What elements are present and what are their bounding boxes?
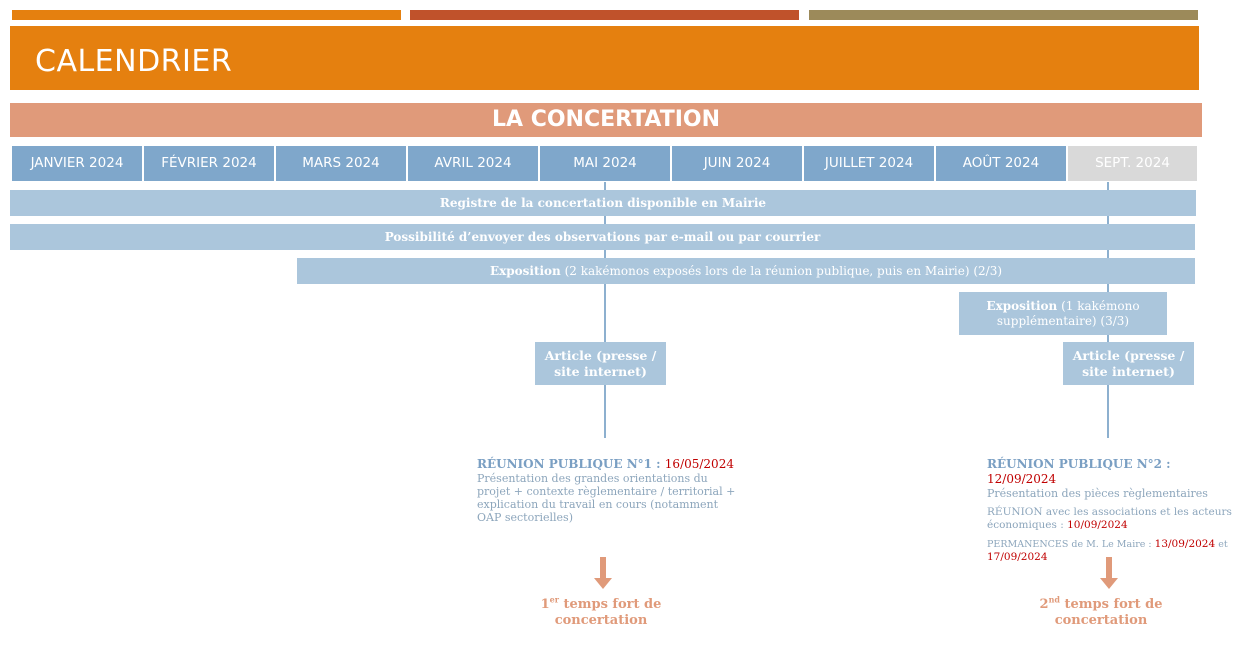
bar-observations: Possibilité d’envoyer des observations p… bbox=[10, 224, 1195, 250]
bar-exposition-1-bold: Exposition bbox=[489, 264, 561, 278]
down-arrow-icon bbox=[594, 557, 612, 589]
event-2-permanences: PERMANENCES de M. Le Maire : 13/09/2024 … bbox=[987, 538, 1235, 564]
event-1-date: 16/05/2024 bbox=[664, 457, 734, 471]
month-fevrier: FÉVRIER 2024 bbox=[144, 146, 274, 181]
arrow-2-shaft bbox=[1106, 557, 1112, 578]
month-janvier: JANVIER 2024 bbox=[12, 146, 142, 181]
temps-fort-2-num: 2 bbox=[1039, 597, 1049, 612]
month-aout: AOÛT 2024 bbox=[936, 146, 1066, 181]
event-2-perm-and: et bbox=[1215, 539, 1228, 550]
event-2-reunion-date: 10/09/2024 bbox=[1067, 519, 1128, 531]
bar-exposition-2-text: Exposition (1 kakémono supplémentaire) (… bbox=[965, 299, 1161, 329]
bar-registre-label: Registre de la concertation disponible e… bbox=[439, 196, 767, 210]
event-2-description: Présentation des pièces règlementaires bbox=[987, 487, 1208, 500]
top-stripe-red bbox=[410, 10, 799, 20]
page-header: CALENDRIER bbox=[10, 26, 1199, 90]
temps-fort-2: 2nd temps fort de concertation bbox=[1030, 594, 1172, 629]
month-avril: AVRIL 2024 bbox=[408, 146, 538, 181]
bar-exposition-1-text: Exposition (2 kakémonos exposés lors de … bbox=[490, 264, 1002, 278]
month-juillet: JUILLET 2024 bbox=[804, 146, 934, 181]
month-septembre: SEPT. 2024 bbox=[1068, 146, 1197, 181]
month-mars: MARS 2024 bbox=[276, 146, 406, 181]
temps-fort-2-sup: nd bbox=[1048, 594, 1060, 605]
event-2-perm-label: PERMANENCES de M. Le Maire : bbox=[987, 539, 1155, 550]
temps-fort-1-num: 1 bbox=[540, 597, 550, 612]
event-2-heading: RÉUNION PUBLIQUE N°2 : 12/09/2024 bbox=[987, 457, 1235, 487]
bar-exposition-2: Exposition (1 kakémono supplémentaire) (… bbox=[959, 292, 1167, 335]
event-1-description: Présentation des grandes orientations du… bbox=[477, 472, 736, 524]
arrow-2-head bbox=[1100, 578, 1118, 589]
arrow-1-head bbox=[594, 578, 612, 589]
article-box-1: Article (presse / site internet) bbox=[535, 342, 666, 385]
article-box-2: Article (presse / site internet) bbox=[1063, 342, 1194, 385]
top-stripe-olive bbox=[809, 10, 1198, 20]
page-title: CALENDRIER bbox=[35, 44, 233, 79]
event-2-perm-date-2: 17/09/2024 bbox=[987, 551, 1048, 563]
bar-exposition-1-rest: (2 kakémonos exposés lors de la réunion … bbox=[560, 264, 1003, 278]
event-1-title: RÉUNION PUBLIQUE N°1 : bbox=[477, 457, 665, 471]
top-stripe-orange bbox=[12, 10, 401, 20]
event-2-reunion-associations: RÉUNION avec les associations et les act… bbox=[987, 506, 1235, 532]
temps-fort-2-text: temps fort de concertation bbox=[1054, 597, 1163, 628]
event-2-title: RÉUNION PUBLIQUE N°2 : bbox=[987, 457, 1171, 471]
event-reunion-1: RÉUNION PUBLIQUE N°1 : 16/05/2024 Présen… bbox=[477, 457, 742, 524]
event-2-reunion-label: RÉUNION avec les associations et les act… bbox=[987, 506, 1232, 531]
event-2-perm-date-1: 13/09/2024 bbox=[1154, 538, 1216, 550]
month-juin: JUIN 2024 bbox=[672, 146, 802, 181]
temps-fort-1: 1er temps fort de concertation bbox=[530, 594, 672, 629]
bar-observations-label: Possibilité d’envoyer des observations p… bbox=[384, 230, 821, 244]
event-2-date: 12/09/2024 bbox=[987, 472, 1057, 486]
temps-fort-1-sup: er bbox=[549, 594, 559, 605]
bar-exposition-2-bold: Exposition bbox=[986, 298, 1058, 313]
marker-line-reunion-1 bbox=[604, 182, 606, 438]
temps-fort-1-text: temps fort de concertation bbox=[554, 597, 662, 628]
bar-exposition-2-rest: (1 kakémono supplémentaire) (3/3) bbox=[996, 298, 1140, 328]
event-1-heading: RÉUNION PUBLIQUE N°1 : 16/05/2024 bbox=[477, 457, 742, 472]
bar-registre: Registre de la concertation disponible e… bbox=[10, 190, 1196, 216]
month-mai: MAI 2024 bbox=[540, 146, 670, 181]
section-banner: LA CONCERTATION bbox=[10, 103, 1202, 137]
event-reunion-2: RÉUNION PUBLIQUE N°2 : 12/09/2024 Présen… bbox=[987, 457, 1235, 564]
arrow-1-shaft bbox=[600, 557, 606, 578]
down-arrow-icon bbox=[1100, 557, 1118, 589]
bar-exposition-1: Exposition (2 kakémonos exposés lors de … bbox=[297, 258, 1195, 284]
